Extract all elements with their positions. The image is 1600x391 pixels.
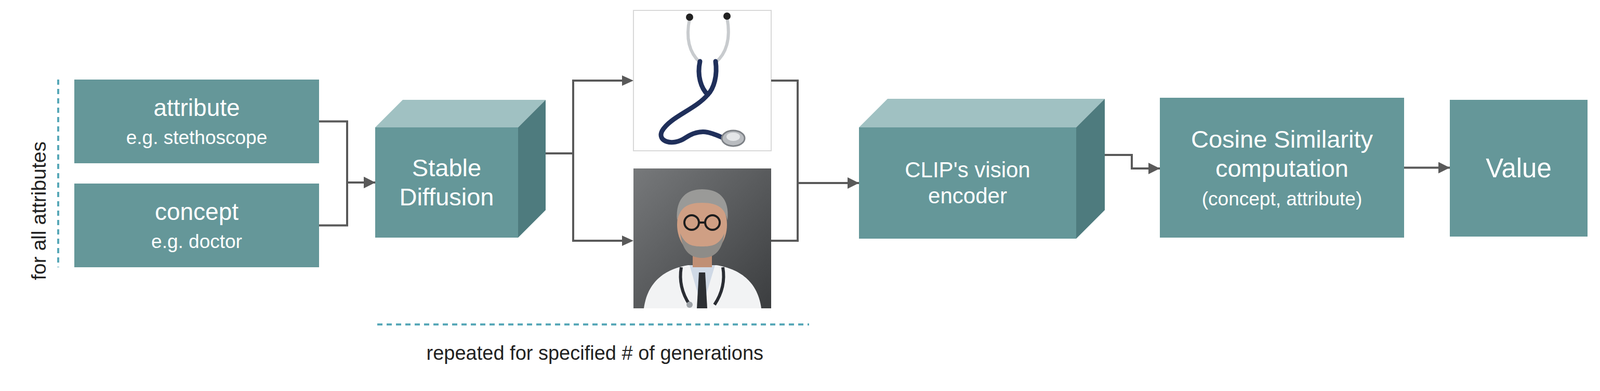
flow-arrow — [1404, 166, 1450, 169]
box-title: Stable Diffusion — [385, 153, 508, 213]
box-top-face — [858, 98, 1105, 128]
stethoscope-image — [633, 10, 772, 151]
box-title: attribute — [153, 93, 240, 123]
process-box: Cosine Similarity computation (concept, a… — [1159, 97, 1405, 238]
side-label: for all attributes — [26, 141, 51, 281]
flow-arrow — [1104, 154, 1160, 169]
doctor-image — [633, 168, 772, 309]
box-subtitle: (concept, attribute) — [1201, 187, 1363, 211]
dashed-bracket — [377, 323, 810, 326]
box-title: Cosine Similarity computation — [1170, 124, 1394, 184]
box-side-face — [518, 99, 546, 238]
flow-arrow — [319, 182, 376, 226]
process-box: concept e.g. doctor — [74, 183, 320, 268]
dashed-bracket — [57, 79, 60, 268]
flow-arrow — [545, 80, 859, 241]
box-subtitle: e.g. doctor — [151, 230, 243, 254]
process-box: CLIP's vision encoder — [858, 127, 1077, 239]
box-title: CLIP's vision encoder — [889, 156, 1046, 210]
process-box: attribute e.g. stethoscope — [74, 79, 320, 164]
box-title: Value — [1485, 152, 1552, 184]
box-side-face — [1076, 98, 1105, 239]
note-label: repeated for specified # of generations — [426, 341, 764, 366]
box-subtitle: e.g. stethoscope — [126, 126, 268, 150]
process-box: Stable Diffusion — [375, 127, 519, 238]
process-box: Value — [1449, 99, 1588, 237]
box-title: concept — [154, 197, 239, 227]
flow-arrow — [319, 121, 376, 183]
box-top-face — [375, 99, 546, 128]
